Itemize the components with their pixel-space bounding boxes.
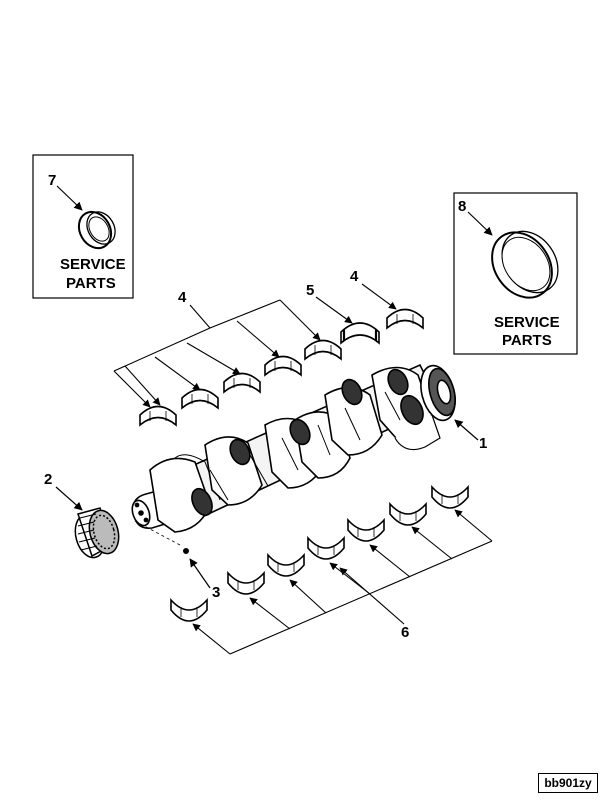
- service-parts-left-line2: PARTS: [66, 275, 116, 292]
- service-parts-box-right: 8 SERVICE PARTS: [453, 192, 578, 355]
- lower-bearing-shell: [170, 597, 208, 622]
- callout-2: 2: [44, 471, 52, 488]
- callout-1: 1: [479, 435, 487, 452]
- seal-ring-part-8: [491, 230, 559, 299]
- upper-bearing-shell: [181, 388, 219, 410]
- crankshaft-shading-lines: [209, 391, 401, 501]
- lower-bearing-shell: [267, 552, 305, 577]
- lower-main-bearing-shells: [170, 484, 469, 622]
- dowel-pin-part-3: 3: [132, 519, 220, 601]
- seal-ring-part-7: [77, 210, 116, 250]
- upper-main-bearing-shells: [139, 308, 424, 427]
- upper-bearing-shell: [304, 339, 342, 361]
- callout-8: 8: [458, 198, 466, 215]
- crankshaft-rear-flange: [420, 364, 456, 422]
- crankshaft-gear-part-2: 2: [44, 471, 120, 559]
- thrust-bearing-shell-part-5: [340, 322, 380, 345]
- upper-bearing-shell: [386, 308, 424, 330]
- service-parts-box-left: 7 SERVICE PARTS: [32, 154, 134, 299]
- callout-7: 7: [48, 172, 56, 189]
- service-parts-right-line1: SERVICE: [494, 314, 560, 331]
- callout-4-right: 4: [350, 268, 359, 285]
- figure-code-label: bb901zy: [538, 773, 598, 793]
- leader-lines-upper-shells: 4 5 4: [113, 268, 397, 408]
- crankshaft-part-1: [131, 363, 456, 533]
- upper-bearing-shell: [264, 355, 302, 377]
- lower-bearing-shell: [227, 570, 265, 595]
- leader-lines-lower-shells: 6: [192, 509, 493, 655]
- upper-bearing-shell: [139, 405, 177, 427]
- callout-6: 6: [401, 624, 409, 641]
- crankshaft-journals: [191, 368, 424, 517]
- callout-5: 5: [306, 282, 314, 299]
- crankshaft-counterweights: [149, 366, 441, 533]
- callout-3: 3: [212, 584, 220, 601]
- service-parts-right-line2: PARTS: [502, 332, 552, 349]
- callout-4-left: 4: [178, 289, 187, 306]
- lower-bearing-shell: [347, 517, 385, 542]
- upper-bearing-shell: [223, 372, 261, 394]
- service-parts-left-line1: SERVICE: [60, 256, 126, 273]
- lower-bearing-shell: [389, 501, 427, 526]
- lower-bearing-shell: [431, 484, 469, 509]
- lower-bearing-shell: [307, 535, 345, 560]
